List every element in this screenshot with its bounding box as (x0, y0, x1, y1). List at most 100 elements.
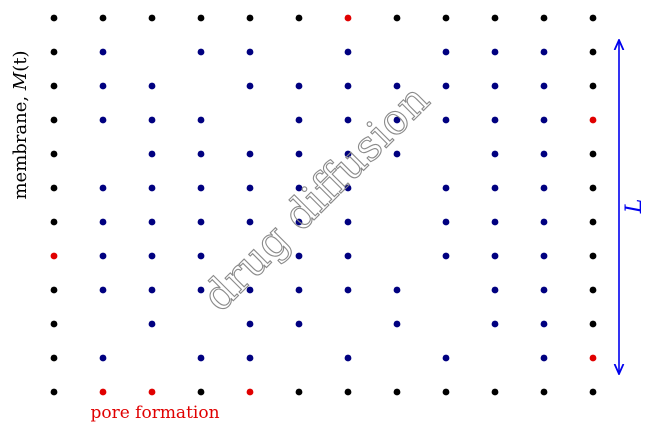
interior-node (197, 48, 205, 56)
interior-node (246, 184, 254, 192)
interior-node (491, 286, 499, 294)
interior-node (540, 184, 548, 192)
boundary-node (50, 354, 58, 362)
boundary-node (589, 286, 597, 294)
boundary-node (442, 388, 450, 396)
interior-node (197, 150, 205, 158)
interior-node (99, 48, 107, 56)
interior-node (246, 82, 254, 90)
interior-node (540, 116, 548, 124)
interior-node (393, 82, 401, 90)
interior-node (344, 48, 352, 56)
interior-node (344, 354, 352, 362)
boundary-node (393, 388, 401, 396)
boundary-node (99, 14, 107, 22)
interior-node (344, 150, 352, 158)
boundary-node (589, 14, 597, 22)
interior-node (393, 320, 401, 328)
interior-node (491, 116, 499, 124)
boundary-node (589, 184, 597, 192)
interior-node (295, 320, 303, 328)
pore-node (344, 14, 352, 22)
boundary-node (50, 14, 58, 22)
interior-node (540, 82, 548, 90)
interior-node (99, 252, 107, 260)
boundary-node (393, 14, 401, 22)
interior-node (246, 320, 254, 328)
interior-node (442, 48, 450, 56)
boundary-node (50, 150, 58, 158)
interior-node (99, 116, 107, 124)
interior-node (540, 320, 548, 328)
interior-node (442, 116, 450, 124)
interior-node (295, 218, 303, 226)
boundary-node (589, 82, 597, 90)
interior-node (99, 184, 107, 192)
interior-node (148, 320, 156, 328)
boundary-node (589, 48, 597, 56)
boundary-node (589, 150, 597, 158)
pore-node (148, 388, 156, 396)
interior-node (540, 286, 548, 294)
pore-formation-label: pore formation (90, 403, 219, 423)
pore-node (246, 388, 254, 396)
boundary-node (295, 14, 303, 22)
interior-node (442, 218, 450, 226)
interior-node (491, 218, 499, 226)
interior-node (197, 218, 205, 226)
interior-node (246, 48, 254, 56)
interior-node (540, 48, 548, 56)
boundary-node (50, 320, 58, 328)
interior-node (393, 150, 401, 158)
interior-node (295, 150, 303, 158)
interior-node (344, 286, 352, 294)
interior-node (344, 218, 352, 226)
interior-node (295, 116, 303, 124)
interior-node (442, 252, 450, 260)
interior-node (491, 48, 499, 56)
interior-node (148, 82, 156, 90)
boundary-node (589, 252, 597, 260)
interior-node (540, 218, 548, 226)
interior-node (491, 82, 499, 90)
interior-node (540, 354, 548, 362)
interior-node (246, 150, 254, 158)
interior-node (344, 116, 352, 124)
interior-node (295, 286, 303, 294)
interior-node (148, 252, 156, 260)
boundary-node (540, 14, 548, 22)
interior-node (491, 320, 499, 328)
interior-node (393, 116, 401, 124)
boundary-node (589, 388, 597, 396)
boundary-node (197, 388, 205, 396)
boundary-node (50, 388, 58, 396)
pore-node (589, 354, 597, 362)
boundary-node (50, 218, 58, 226)
membrane-label: membrane, M(t) (10, 50, 31, 199)
boundary-node (50, 184, 58, 192)
boundary-node (50, 82, 58, 90)
interior-node (295, 252, 303, 260)
boundary-node (491, 14, 499, 22)
boundary-node (295, 388, 303, 396)
boundary-node (148, 14, 156, 22)
interior-node (491, 252, 499, 260)
boundary-node (246, 14, 254, 22)
interior-node (491, 150, 499, 158)
interior-node (99, 354, 107, 362)
boundary-node (589, 320, 597, 328)
interior-node (148, 150, 156, 158)
interior-node (491, 184, 499, 192)
interior-node (344, 184, 352, 192)
interior-node (246, 286, 254, 294)
interior-node (99, 218, 107, 226)
interior-node (442, 184, 450, 192)
interior-node (246, 218, 254, 226)
boundary-node (442, 14, 450, 22)
interior-node (344, 252, 352, 260)
interior-node (148, 286, 156, 294)
interior-node (197, 116, 205, 124)
interior-node (442, 354, 450, 362)
pore-node (589, 116, 597, 124)
boundary-node (540, 388, 548, 396)
